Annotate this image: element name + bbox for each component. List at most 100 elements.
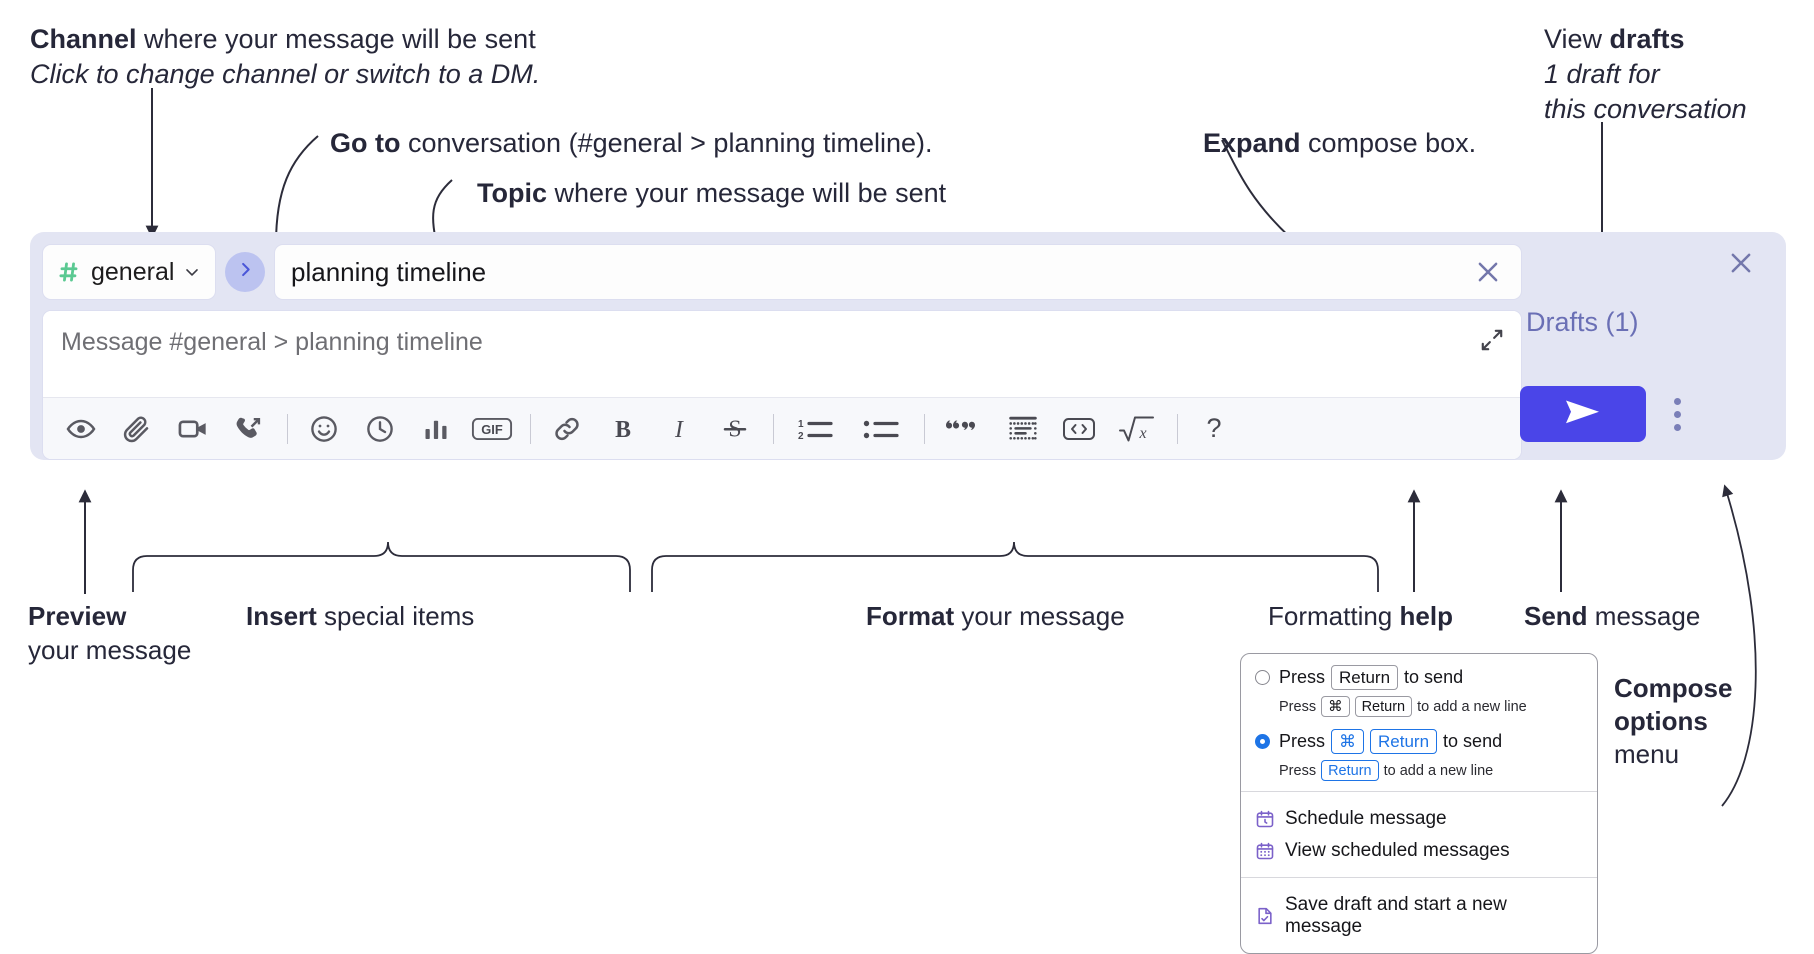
link-icon[interactable]	[545, 407, 589, 451]
toolbar-separator	[287, 413, 288, 444]
calendar-clock-icon	[1255, 809, 1275, 829]
poll-bar-chart-icon[interactable]	[414, 407, 458, 451]
schedule-section: Schedule message View scheduled messages	[1241, 791, 1597, 877]
annotation-send: Send message	[1524, 600, 1804, 634]
toolbar-separator	[1177, 413, 1178, 444]
close-icon[interactable]	[1469, 253, 1507, 291]
menu-item-save-draft[interactable]: Save draft and start a new message	[1255, 889, 1583, 943]
option1-sub-pre: Press	[1279, 698, 1317, 715]
option2-pre: Press	[1279, 731, 1326, 751]
option-command-return-to-send[interactable]: Press ⌘ Return to send	[1255, 729, 1583, 754]
annotation-help-plain: Formatting	[1268, 601, 1400, 631]
annotation-channel: Channel where your message will be sent …	[30, 22, 670, 92]
annotation-insert-rest: special items	[316, 601, 475, 631]
annotation-preview: Preview your message	[28, 600, 248, 668]
compose-options-menu: Press Return to send Press ⌘ Return to a…	[1240, 653, 1598, 954]
annotation-insert: Insert special items	[246, 600, 666, 634]
annotation-compose-plain: menu	[1614, 738, 1680, 769]
draft-section: Save draft and start a new message	[1241, 877, 1597, 953]
compose-panel: general planning timeline	[30, 232, 1786, 460]
annotation-goto-bold: Go to	[330, 128, 401, 158]
annotation-drafts: View drafts 1 draft for this conversatio…	[1544, 22, 1814, 127]
hash-icon	[56, 259, 82, 285]
key-return: Return	[1354, 696, 1413, 717]
send-button[interactable]	[1520, 386, 1646, 442]
emoji-icon[interactable]	[302, 407, 346, 451]
annotation-help: Formatting help	[1268, 600, 1528, 634]
annotation-send-rest: message	[1587, 601, 1701, 631]
topic-input[interactable]: planning timeline	[274, 244, 1522, 300]
annotation-topic: Topic where your message will be sent	[477, 176, 1177, 211]
svg-text:x: x	[1138, 425, 1146, 442]
annotation-compose-bold2: options	[1614, 705, 1708, 736]
bulleted-list-icon[interactable]	[854, 407, 908, 451]
expand-diagonal-icon[interactable]	[1477, 325, 1507, 355]
menu-item-schedule-message[interactable]: Schedule message	[1255, 803, 1583, 835]
close-icon[interactable]	[1724, 246, 1758, 280]
option2-subtext: Press Return to add a new line	[1279, 760, 1583, 781]
math-sqrt-icon[interactable]: x	[1113, 407, 1161, 451]
menu-item-view-scheduled-messages[interactable]: View scheduled messages	[1255, 835, 1583, 867]
channel-name: general	[91, 257, 173, 286]
key-command: ⌘	[1331, 729, 1365, 754]
toolbar-separator	[530, 413, 531, 444]
code-block-icon[interactable]	[1001, 407, 1045, 451]
option1-pre: Press	[1279, 667, 1326, 687]
topic-value: planning timeline	[291, 256, 487, 287]
video-camera-icon[interactable]	[171, 407, 215, 451]
attachment-icon[interactable]	[115, 407, 159, 451]
bold-icon[interactable]: B	[601, 407, 645, 451]
blockquote-icon[interactable]	[939, 407, 989, 451]
svg-text:B: B	[615, 417, 631, 443]
message-placeholder: Message #general > planning timeline	[61, 328, 483, 356]
annotation-channel-rest: where your message will be sent	[136, 24, 536, 54]
annotation-format-rest: your message	[954, 601, 1125, 631]
send-paper-plane-icon	[1561, 395, 1605, 434]
annotation-expand-bold: Expand	[1203, 128, 1301, 158]
question-mark-icon[interactable]: ?	[1206, 413, 1222, 443]
phone-arrow-icon[interactable]	[227, 407, 271, 451]
radio-unselected-icon	[1255, 670, 1270, 685]
goto-conversation-button[interactable]	[225, 252, 265, 292]
option-return-to-send[interactable]: Press Return to send	[1255, 665, 1583, 690]
radio-selected-icon	[1255, 734, 1270, 749]
ordered-list-icon[interactable]: 1 2	[788, 407, 842, 451]
menu-item-label: Schedule message	[1285, 808, 1447, 829]
formatting-toolbar: GIF B	[43, 397, 1521, 459]
annotation-topic-rest: where your message will be sent	[547, 178, 947, 208]
annotation-insert-bold: Insert	[246, 601, 317, 631]
italic-icon[interactable]: I	[657, 407, 701, 451]
annotation-preview-bold: Preview	[28, 601, 127, 631]
chevron-down-icon[interactable]	[182, 262, 202, 282]
annotation-channel-bold: Channel	[30, 24, 137, 54]
annotation-goto: Go to conversation (#general > planning …	[330, 126, 1090, 161]
annotation-help-bold: help	[1399, 601, 1453, 631]
annotation-compose-bold1: Compose	[1614, 673, 1733, 703]
annotation-format-bold: Format	[866, 601, 955, 631]
message-input[interactable]: Message #general > planning timeline	[43, 311, 1521, 397]
kebab-vertical-icon[interactable]	[1664, 392, 1690, 436]
menu-item-label: Save draft and start a new message	[1285, 894, 1507, 937]
option1-subtext: Press ⌘ Return to add a new line	[1279, 696, 1583, 717]
svg-text:2: 2	[798, 431, 804, 442]
drafts-link[interactable]: Drafts (1)	[1526, 307, 1639, 337]
key-return: Return	[1331, 665, 1399, 690]
annotation-drafts-italic1: 1 draft for	[1544, 59, 1660, 90]
strikethrough-icon[interactable]: S	[713, 407, 757, 451]
annotation-preview-line2: your message	[28, 634, 192, 665]
annotation-send-bold: Send	[1524, 601, 1588, 631]
annotation-expand-rest: compose box.	[1300, 128, 1477, 158]
option2-sub-pre: Press	[1279, 762, 1317, 779]
calendar-grid-icon	[1255, 841, 1275, 861]
gif-icon[interactable]: GIF	[470, 407, 514, 451]
key-command: ⌘	[1321, 696, 1350, 717]
compose-main-column: general planning timeline	[42, 244, 1522, 460]
preview-icon[interactable]	[59, 407, 103, 451]
key-return: Return	[1321, 760, 1379, 781]
annotation-format: Format your message	[866, 600, 1266, 634]
code-icon[interactable]	[1057, 407, 1101, 451]
toolbar-separator	[924, 413, 925, 444]
channel-selector[interactable]: general	[42, 244, 216, 300]
clock-icon[interactable]	[358, 407, 402, 451]
annotation-drafts-italic2: this conversation	[1544, 94, 1747, 125]
